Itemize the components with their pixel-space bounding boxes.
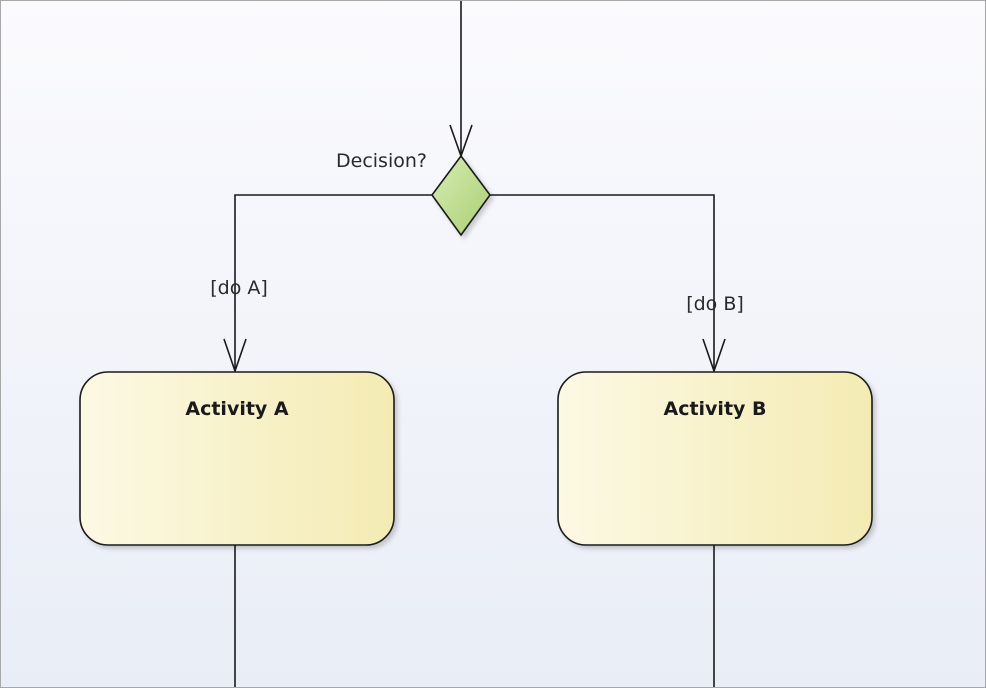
decision-label: Decision?	[336, 150, 427, 172]
flow-to-activity-a[interactable]	[223, 194, 432, 374]
activity-a[interactable]: Activity A	[79, 371, 395, 546]
guard-label-a: [do A]	[210, 277, 268, 299]
flow-to-activity-b[interactable]	[490, 194, 726, 374]
activity-a-title: Activity A	[185, 398, 289, 420]
activity-b-title: Activity B	[663, 398, 766, 420]
incoming-flow[interactable]	[449, 1, 473, 159]
activity-b-box[interactable]	[557, 371, 873, 546]
activity-b[interactable]: Activity B	[557, 371, 873, 546]
activity-a-box[interactable]	[79, 371, 395, 546]
guard-label-b: [do B]	[686, 293, 744, 315]
decision-node[interactable]	[431, 154, 491, 237]
